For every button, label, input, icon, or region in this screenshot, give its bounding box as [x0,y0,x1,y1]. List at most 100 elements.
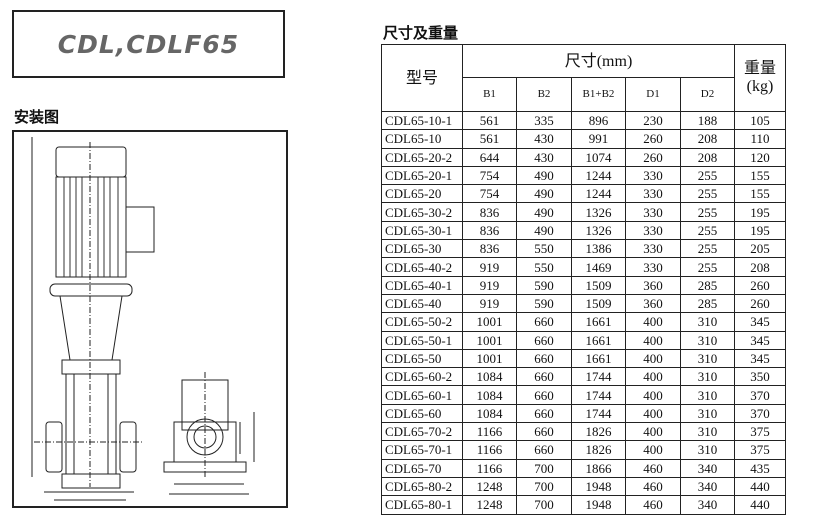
value-cell: 205 [734,239,786,259]
value-cell: 120 [734,147,786,167]
value-cell: 550 [516,257,572,277]
value-cell: 1744 [571,385,626,405]
model-cell: CDL65-40-1 [381,275,463,295]
model-cell: CDL65-10 [381,129,463,149]
model-cell: CDL65-10-1 [381,110,463,131]
value-cell: 490 [516,165,572,186]
value-cell: 660 [516,440,572,460]
value-cell: 105 [734,110,786,131]
value-cell: 660 [516,422,572,442]
value-cell: 430 [516,129,572,149]
model-header: 型号 [381,44,463,112]
value-cell: 590 [516,275,572,295]
value-cell: 310 [680,422,735,442]
value-cell: 1509 [571,275,626,295]
value-cell: 836 [462,220,517,241]
value-cell: 330 [625,165,681,186]
value-cell: 345 [734,330,786,350]
value-cell: 700 [516,458,572,478]
value-cell: 1866 [571,458,626,478]
column-header-b2: B2 [516,77,572,112]
value-cell: 1744 [571,403,626,424]
pump-drawing [31,137,255,501]
value-cell: 590 [516,293,572,314]
value-cell: 490 [516,184,572,204]
value-cell: 836 [462,202,517,222]
value-cell: 991 [571,129,626,149]
value-cell: 1469 [571,257,626,277]
value-cell: 561 [462,110,517,131]
model-cell: CDL65-60-2 [381,367,463,387]
value-cell: 754 [462,165,517,186]
value-cell: 260 [734,293,786,314]
value-cell: 660 [516,385,572,405]
value-cell: 310 [680,385,735,405]
value-cell: 330 [625,220,681,241]
value-cell: 754 [462,184,517,204]
value-cell: 1166 [462,458,517,478]
value-cell: 255 [680,220,735,241]
value-cell: 285 [680,275,735,295]
value-cell: 1084 [462,403,517,424]
value-cell: 700 [516,495,572,515]
model-cell: CDL65-80-2 [381,476,463,497]
value-cell: 400 [625,403,681,424]
value-cell: 1661 [571,348,626,369]
value-cell: 1948 [571,495,626,515]
value-cell: 1661 [571,330,626,350]
model-cell: CDL65-30-2 [381,202,463,222]
value-cell: 345 [734,348,786,369]
value-cell: 440 [734,495,786,515]
value-cell: 400 [625,312,681,332]
product-title: CDL,CDLF65 [57,29,240,59]
value-cell: 330 [625,202,681,222]
value-cell: 1084 [462,367,517,387]
value-cell: 208 [680,129,735,149]
value-cell: 400 [625,422,681,442]
value-cell: 435 [734,458,786,478]
value-cell: 430 [516,147,572,167]
value-cell: 260 [625,129,681,149]
value-cell: 340 [680,495,735,515]
value-cell: 255 [680,257,735,277]
value-cell: 490 [516,220,572,241]
value-cell: 260 [625,147,681,167]
model-cell: CDL65-30-1 [381,220,463,241]
value-cell: 1948 [571,476,626,497]
value-cell: 440 [734,476,786,497]
value-cell: 660 [516,367,572,387]
value-cell: 561 [462,129,517,149]
value-cell: 370 [734,403,786,424]
value-cell: 896 [571,110,626,131]
model-cell: CDL65-70-1 [381,440,463,460]
model-cell: CDL65-80-1 [381,495,463,515]
column-header-d1: D1 [625,77,681,112]
value-cell: 660 [516,403,572,424]
value-cell: 375 [734,440,786,460]
value-cell: 1166 [462,440,517,460]
value-cell: 375 [734,422,786,442]
value-cell: 330 [625,257,681,277]
weight-unit: (kg) [746,78,774,95]
value-cell: 1001 [462,348,517,369]
installation-drawing [12,130,288,508]
value-cell: 1001 [462,312,517,332]
value-cell: 400 [625,367,681,387]
value-cell: 310 [680,367,735,387]
value-cell: 260 [734,275,786,295]
value-cell: 310 [680,330,735,350]
value-cell: 919 [462,257,517,277]
